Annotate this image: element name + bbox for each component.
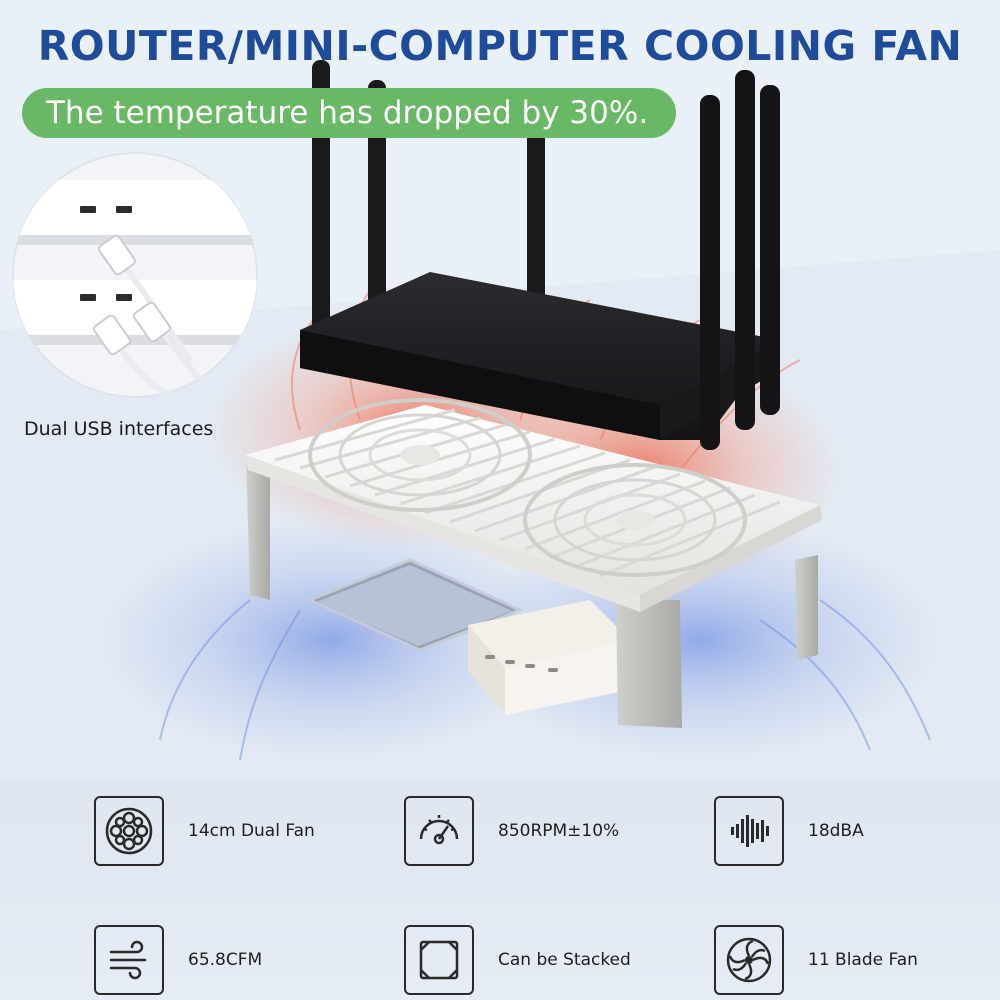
product-hero: ROUTER/MINI-COMPUTER COOLING FAN The tem… [0,0,1000,780]
spec-item-rpm: 850RPM±10% [404,796,619,866]
stand-leg [616,600,682,728]
usb-detail-inset [12,152,258,398]
dual-fan-icon [94,796,164,866]
page-title: ROUTER/MINI-COMPUTER COOLING FAN [37,22,963,70]
spec-item-stackable: Can be Stacked [404,925,631,995]
temperature-badge: The temperature has dropped by 30%. [22,88,677,138]
phone [306,558,524,652]
fan-left [308,398,532,512]
sound-wave-icon [714,796,784,866]
cooling-stand [245,398,822,728]
stack-frame-icon [404,925,474,995]
spec-grid: 14cm Dual Fan 850RPM±10% [0,780,1000,1000]
usb-caption: Dual USB interfaces [24,418,214,440]
spec-label-stackable: Can be Stacked [498,950,631,970]
spec-item-airflow: 65.8CFM [94,925,262,995]
router-antennas [312,60,545,360]
airflow-icon [94,925,164,995]
spec-label-airflow: 65.8CFM [188,950,263,970]
spec-item-dual-fan: 14cm Dual Fan [94,796,315,866]
spec-label-rpm: 850RPM±10% [498,821,620,841]
spec-item-blades: 11 Blade Fan [714,925,918,995]
spec-label-blades: 11 Blade Fan [808,950,918,970]
temperature-badge-text: The temperature has dropped by 30%. [46,95,649,131]
spec-label-dual-fan: 14cm Dual Fan [188,821,315,841]
power-bank [468,600,630,715]
speedometer-icon [404,796,474,866]
fan-blade-icon [714,925,784,995]
spec-label-noise: 18dBA [808,821,864,841]
fan-right [523,463,747,577]
spec-item-noise: 18dBA [714,796,864,866]
